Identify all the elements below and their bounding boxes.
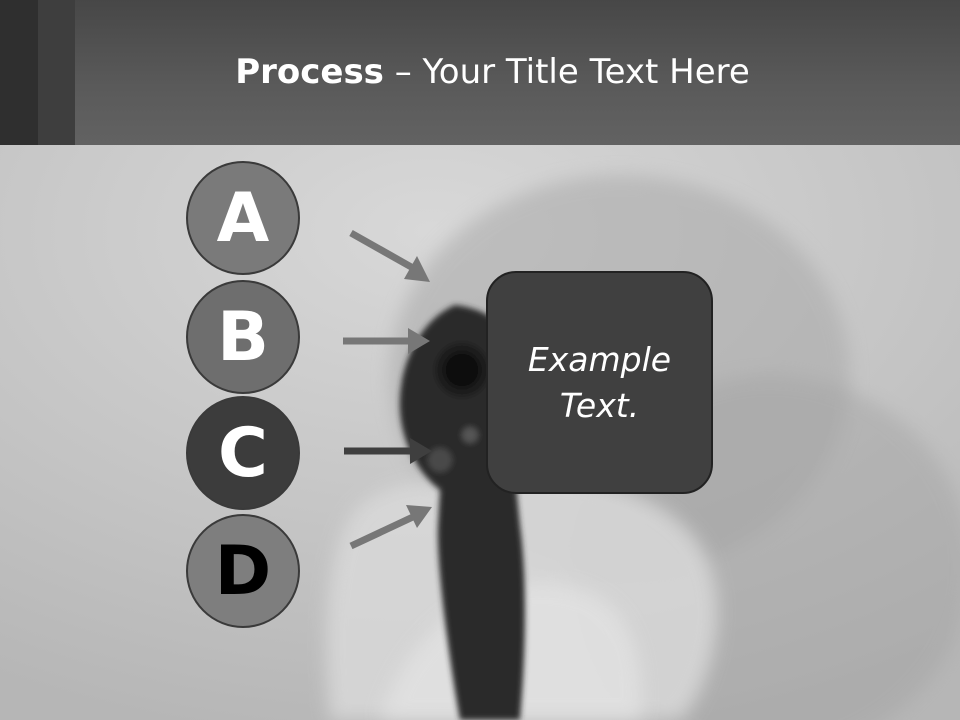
step-circle-a: A: [186, 161, 300, 275]
example-text-box: Example Text.: [486, 271, 713, 494]
slide-title-rest: – Your Title Text Here: [383, 52, 750, 92]
step-circle-b: B: [186, 280, 300, 394]
slide-title-bold: Process: [235, 52, 384, 92]
title-bar: Process – Your Title Text Here: [0, 0, 960, 145]
arrow-c: [344, 438, 432, 464]
example-text: Example Text.: [527, 339, 672, 425]
arrow-d: [349, 505, 432, 550]
step-circle-c: C: [186, 396, 300, 510]
header-stripe-medium: [38, 0, 75, 145]
slide-title: Process – Your Title Text Here: [0, 52, 960, 92]
header-stripe-dark: [0, 0, 38, 145]
arrow-b: [343, 328, 430, 354]
arrow-a: [349, 229, 430, 282]
step-circle-d: D: [186, 514, 300, 628]
